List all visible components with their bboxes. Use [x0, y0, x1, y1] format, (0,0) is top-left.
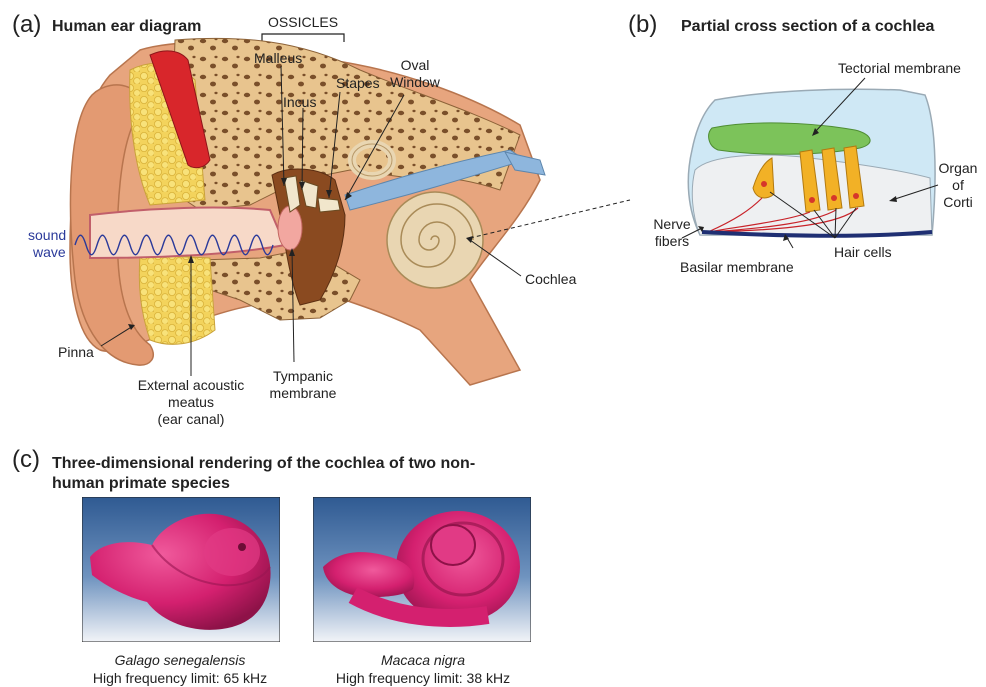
panel-b-title: Partial cross section of a cochlea [681, 18, 934, 36]
tympanic-line-2: membrane [258, 385, 348, 402]
galago-species-name: Galago senegalensis [60, 651, 300, 669]
galago-caption: Galago senegalensis High frequency limit… [60, 651, 300, 687]
ossicles-label: OSSICLES [268, 14, 338, 31]
tympanic-line-1: Tympanic [258, 368, 348, 385]
panel-c-letter: (c) [12, 446, 40, 474]
pinna-label: Pinna [58, 344, 94, 361]
stapes-shape [318, 198, 340, 212]
nerve-fibers-label: Nerve fibers [644, 216, 700, 250]
ear-canal [90, 208, 285, 258]
external-acoustic-meatus-label: External acoustic meatus (ear canal) [126, 377, 256, 428]
sound-wave-label: sound wave [28, 227, 66, 261]
organ-line-1: Organ [930, 160, 986, 177]
organ-line-3: Corti [930, 194, 986, 211]
cochlea-label: Cochlea [525, 271, 576, 288]
panel-b-letter: (b) [628, 11, 657, 39]
nerve-line-2: fibers [644, 233, 700, 250]
sound-wave-line-1: sound [28, 227, 66, 244]
macaca-cochlea-render [313, 497, 531, 642]
macaca-caption: Macaca nigra High frequency limit: 38 kH… [300, 651, 546, 687]
meatus-line-2: meatus [126, 394, 256, 411]
panel-c-title-line-1: Three-dimensional rendering of the cochl… [52, 454, 475, 474]
meatus-line-3: (ear canal) [126, 411, 256, 428]
organ-line-2: of [930, 177, 986, 194]
stapes-label: Stapes [336, 75, 380, 92]
galago-frequency-limit: High frequency limit: 65 kHz [60, 669, 300, 687]
oval-window-line-1: Oval [380, 57, 450, 74]
hair-cells-label: Hair cells [834, 244, 892, 261]
basilar-membrane-label: Basilar membrane [680, 259, 794, 276]
ossicles-bracket [262, 34, 344, 42]
panel-c-title: Three-dimensional rendering of the cochl… [52, 454, 475, 494]
macaca-species-name: Macaca nigra [300, 651, 546, 669]
malleus-label: Malleus [254, 50, 302, 67]
oval-window-line-2: Window [380, 74, 450, 91]
tympanic-membrane-label: Tympanic membrane [258, 368, 348, 402]
organ-of-corti-label: Organ of Corti [930, 160, 986, 211]
panel-c-title-line-2: human primate species [52, 474, 475, 494]
meatus-line-1: External acoustic [126, 377, 256, 394]
tectorial-membrane-label: Tectorial membrane [838, 60, 961, 77]
nerve-line-1: Nerve [644, 216, 700, 233]
oval-window-label: Oval Window [380, 57, 450, 91]
sound-wave-line-2: wave [28, 244, 66, 261]
incus-label: Incus [283, 94, 316, 111]
macaca-frequency-limit: High frequency limit: 38 kHz [300, 669, 546, 687]
galago-cochlea-render [82, 497, 280, 642]
fat-tissue-lower [139, 255, 215, 344]
